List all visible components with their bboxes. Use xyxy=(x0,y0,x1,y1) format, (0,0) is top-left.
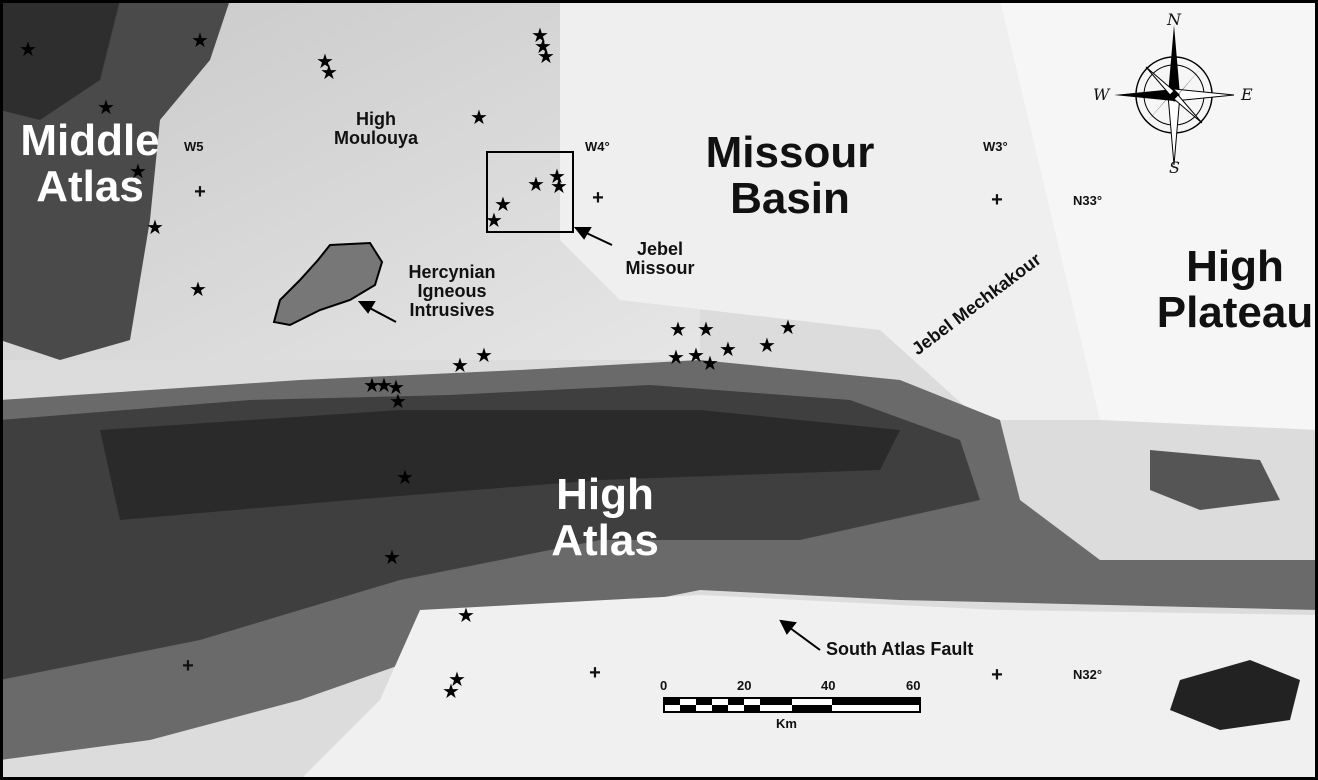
coord-n33: N33° xyxy=(1073,193,1103,208)
locality-star: ★ xyxy=(375,375,393,397)
locality-star: ★ xyxy=(146,217,164,239)
locality-star: ★ xyxy=(442,681,460,703)
locality-star: ★ xyxy=(779,317,797,339)
locality-star: ★ xyxy=(451,355,469,377)
scale-tick-40: 40 xyxy=(821,678,836,693)
locality-star: ★ xyxy=(669,319,687,341)
compass-west: W xyxy=(1093,85,1110,104)
locality-star: ★ xyxy=(363,375,381,397)
label-high-plateau: High Plateau xyxy=(1156,242,1314,338)
coord-w3: W3° xyxy=(983,139,1008,154)
label-hercynian-intrusives: Hercynian Igneous Intrusives xyxy=(408,262,496,320)
locality-star: ★ xyxy=(687,345,705,367)
compass-east: E xyxy=(1241,85,1253,104)
locality-star: ★ xyxy=(457,605,475,627)
grid-cross: + xyxy=(991,189,1003,211)
compass-north: N xyxy=(1167,10,1181,29)
locality-star: ★ xyxy=(531,25,549,47)
locality-star: ★ xyxy=(389,391,407,413)
locality-star: ★ xyxy=(191,30,209,52)
coord-n32: N32° xyxy=(1073,667,1103,682)
scale-unit: Km xyxy=(776,716,797,731)
locality-star: ★ xyxy=(129,161,147,183)
coord-w4: W4° xyxy=(585,139,610,154)
label-high-atlas: High Atlas xyxy=(551,470,659,566)
locality-star: ★ xyxy=(534,36,552,58)
label-high-moulouya: High Moulouya xyxy=(334,109,418,148)
label-middle-atlas: Middle Atlas xyxy=(20,116,160,212)
locality-star: ★ xyxy=(475,345,493,367)
compass-rose xyxy=(1114,25,1235,166)
locality-star: ★ xyxy=(548,166,566,188)
hercynian-intrusive-outline xyxy=(272,241,384,327)
locality-star: ★ xyxy=(316,51,334,73)
locality-star: ★ xyxy=(527,174,545,196)
locality-star: ★ xyxy=(19,39,37,61)
locality-star: ★ xyxy=(697,319,715,341)
locality-star: ★ xyxy=(667,347,685,369)
locality-star: ★ xyxy=(701,353,719,375)
locality-star: ★ xyxy=(719,339,737,361)
grid-cross: + xyxy=(589,662,601,684)
grid-cross: + xyxy=(182,655,194,677)
label-south-atlas-fault: South Atlas Fault xyxy=(826,639,974,659)
scale-tick-20: 20 xyxy=(737,678,752,693)
grid-cross: + xyxy=(991,664,1003,686)
label-missour-basin: Missour Basin xyxy=(705,128,875,224)
label-jebel-missour: Jebel Missour xyxy=(625,239,695,278)
locality-star: ★ xyxy=(470,107,488,129)
locality-star: ★ xyxy=(97,97,115,119)
locality-star: ★ xyxy=(189,279,207,301)
locality-star: ★ xyxy=(320,62,338,84)
grid-cross: + xyxy=(592,187,604,209)
locality-star: ★ xyxy=(550,176,568,198)
locality-star: ★ xyxy=(758,335,776,357)
scale-tick-0: 0 xyxy=(660,678,668,693)
scale-tick-60: 60 xyxy=(906,678,921,693)
locality-star: ★ xyxy=(383,547,401,569)
jebel-missour-box xyxy=(486,151,574,233)
locality-star: ★ xyxy=(537,46,555,68)
locality-star: ★ xyxy=(494,194,512,216)
locality-star: ★ xyxy=(448,669,466,691)
scale-bar xyxy=(663,697,921,713)
annotation-arrows xyxy=(357,227,821,651)
compass-south: S xyxy=(1169,158,1180,177)
grid-cross: + xyxy=(194,181,206,203)
locality-star: ★ xyxy=(396,467,414,489)
locality-star: ★ xyxy=(387,377,405,399)
locality-star: ★ xyxy=(485,210,503,232)
coord-w5: W5 xyxy=(184,139,204,154)
